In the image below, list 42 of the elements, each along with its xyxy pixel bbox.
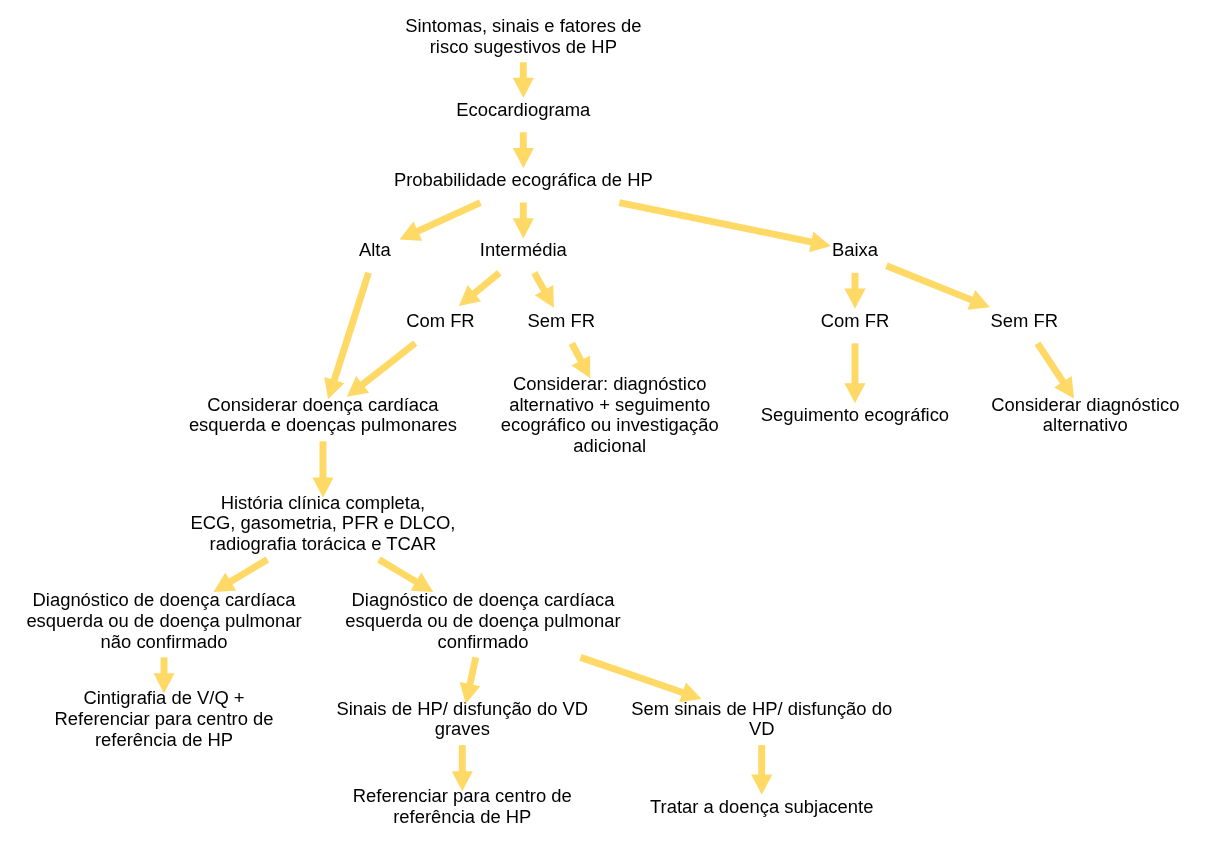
arrow xyxy=(459,656,481,704)
node-text: Considerar diagnóstico alternativo xyxy=(991,393,1180,435)
node-text: Referenciar para centro de referência de HP xyxy=(352,784,572,827)
node-text: Sinais de HP/ disfunção do VD graves xyxy=(336,697,589,739)
node-text: Baixa xyxy=(831,238,879,260)
arrow xyxy=(451,744,473,791)
arrow xyxy=(751,744,773,795)
node-text: Tratar a doença subjacente xyxy=(650,795,874,817)
node-text: Considerar: diagnóstico alternativo + seguimento ecográfico ou investigação adicional xyxy=(500,372,719,456)
arrow xyxy=(324,271,372,399)
node-text: Ecocardiograma xyxy=(456,98,591,120)
arrow xyxy=(512,131,534,168)
node-text: História clínica completa, ECG, gasometria, PFR e DLCO, radiografia torácica e TCAR xyxy=(190,491,456,554)
node-text: Diagnóstico de doença cardíaca esquerda ou de doença pulmonar não confirmado xyxy=(26,588,302,652)
arrow xyxy=(153,656,175,693)
node-text: Com FR xyxy=(406,309,475,331)
node-text: Sintomas, sinais e fatores de risco sugestivos de HP xyxy=(405,14,642,57)
arrow xyxy=(568,341,591,378)
arrow xyxy=(312,440,334,498)
arrow xyxy=(844,342,866,403)
node-text: Probabilidade ecográfica de HP xyxy=(393,168,653,190)
arrow xyxy=(531,270,554,308)
arrow xyxy=(213,556,270,592)
arrow xyxy=(346,339,418,397)
arrow xyxy=(579,653,702,702)
node-text: Alta xyxy=(358,238,391,260)
arrow xyxy=(458,269,502,306)
node-text: Cintigrafia de V/Q + Referenciar para centro de referência de HP xyxy=(54,686,274,750)
node-text: Intermédia xyxy=(479,238,567,260)
arrow xyxy=(885,262,990,310)
node-text: Diagnóstico de doença cardíaca esquerda ou de doença pulmonar confirmado xyxy=(345,588,621,652)
node-text: Com FR xyxy=(820,309,890,331)
node-text: Sem FR xyxy=(527,309,596,331)
node-text: Seguimento ecográfico xyxy=(760,403,950,425)
node-text: Sem FR xyxy=(990,309,1059,331)
arrow xyxy=(399,198,482,241)
arrow xyxy=(1034,340,1075,398)
arrow xyxy=(512,61,534,98)
node-text: Sem sinais de HP/ disfunção do VD xyxy=(631,697,893,739)
arrow xyxy=(618,198,831,252)
arrow xyxy=(377,556,434,592)
node-text: Considerar doença cardíaca esquerda e doenças pulmonares xyxy=(188,393,457,435)
